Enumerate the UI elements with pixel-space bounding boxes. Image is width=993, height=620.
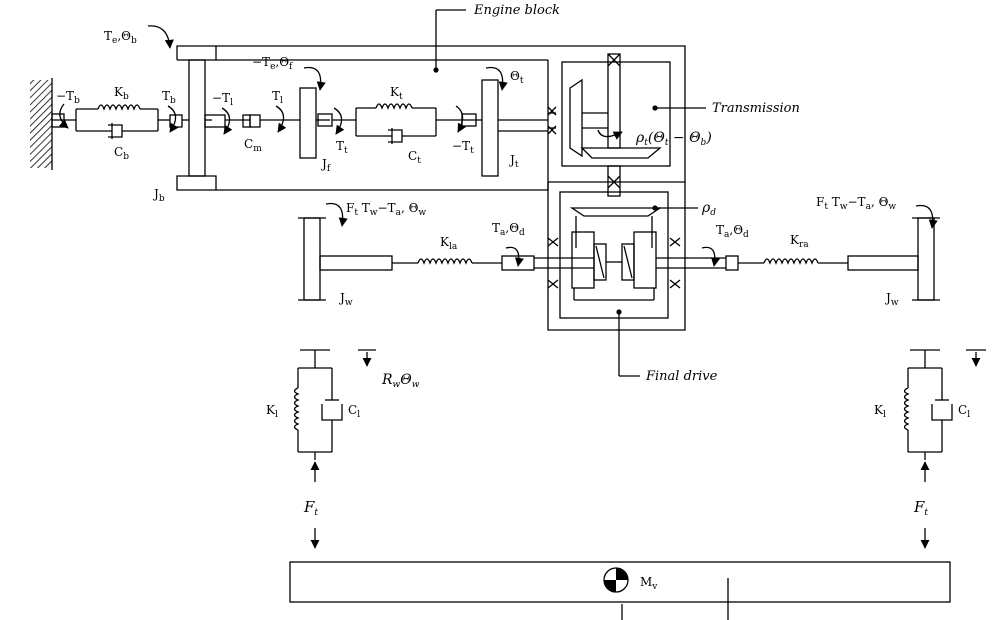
transmission-box: [547, 53, 671, 197]
inertia-jb: [188, 59, 206, 177]
label-rho-d: ρd: [701, 200, 716, 218]
callout-transmission: Transmission: [712, 101, 800, 116]
label-cm: Cm: [244, 137, 262, 154]
label-neg-te-of: −Te,Θf: [252, 55, 293, 72]
label-neg-tt: −Tt: [452, 139, 474, 156]
rw-arrow: [358, 349, 376, 367]
wheel-right: [917, 217, 935, 301]
suspension-right: [903, 349, 953, 460]
label-left-wheel-torque: Ft Tw−Ta, Θw: [346, 201, 426, 218]
label-cl-left: Cl: [348, 403, 360, 420]
inertia-jt: [481, 79, 499, 177]
callout-engine-block: Engine block: [473, 3, 560, 18]
spring-kt: [332, 103, 462, 136]
damper-ct: [356, 128, 436, 144]
label-jf: Jf: [320, 157, 331, 174]
label-tt: Tt: [336, 139, 348, 156]
label-tb: Tb: [162, 89, 176, 106]
ground-wall: [30, 78, 53, 170]
torque-arrows: [58, 25, 938, 267]
label-jb: Jb: [152, 187, 165, 204]
label-rw-ow: RwΘw: [381, 372, 420, 390]
label-kra: Kra: [790, 233, 809, 250]
label-neg-tb: −Tb: [56, 89, 80, 106]
label-ct: Ct: [408, 149, 421, 166]
suspension-left: [293, 349, 343, 460]
spring-kb: [75, 104, 170, 131]
vehicle-body: [289, 561, 951, 603]
final-drive-box: [547, 182, 686, 331]
label-ta-od-right: Ta,Θd: [716, 223, 749, 240]
label-kl-right: Kl: [874, 403, 886, 420]
label-neg-t1: −Tl: [212, 91, 233, 108]
label-ft-right: Ft: [913, 498, 928, 518]
right-axle: [656, 255, 919, 271]
label-kl-left: Kl: [266, 403, 278, 420]
label-mv: Mv: [640, 575, 658, 592]
center-of-mass-icon: [603, 567, 629, 593]
label-te-ob: Te,Θb: [104, 29, 137, 46]
coupling-cm: [242, 114, 251, 128]
wheel-left: [303, 217, 321, 301]
label-ot: Θt: [510, 69, 524, 86]
callout-final-drive: Final drive: [645, 369, 718, 384]
label-rho-t: ρt(Θt − Θb): [635, 130, 712, 148]
inertia-jf: [299, 87, 317, 159]
label-kt: Kt: [390, 85, 403, 102]
right-vertical-arrow: [966, 349, 986, 367]
label-t1: Tl: [272, 89, 283, 106]
label-right-wheel-torque: Ft Tw−Ta, Θw: [816, 195, 896, 212]
label-jt: Jt: [508, 153, 519, 170]
label-jw-left: Jw: [338, 291, 353, 308]
left-axle: [319, 255, 594, 271]
label-ft-left: Ft: [303, 498, 318, 518]
label-cl-right: Cl: [958, 403, 970, 420]
label-kb: Kb: [114, 85, 129, 102]
input-shaft: [51, 113, 548, 132]
label-cb: Cb: [114, 145, 129, 162]
label-jw-right: Jw: [884, 291, 899, 308]
label-ta-od-left: Ta,Θd: [492, 221, 525, 238]
label-kla: Kla: [440, 235, 458, 252]
damper-cb: [76, 123, 158, 139]
